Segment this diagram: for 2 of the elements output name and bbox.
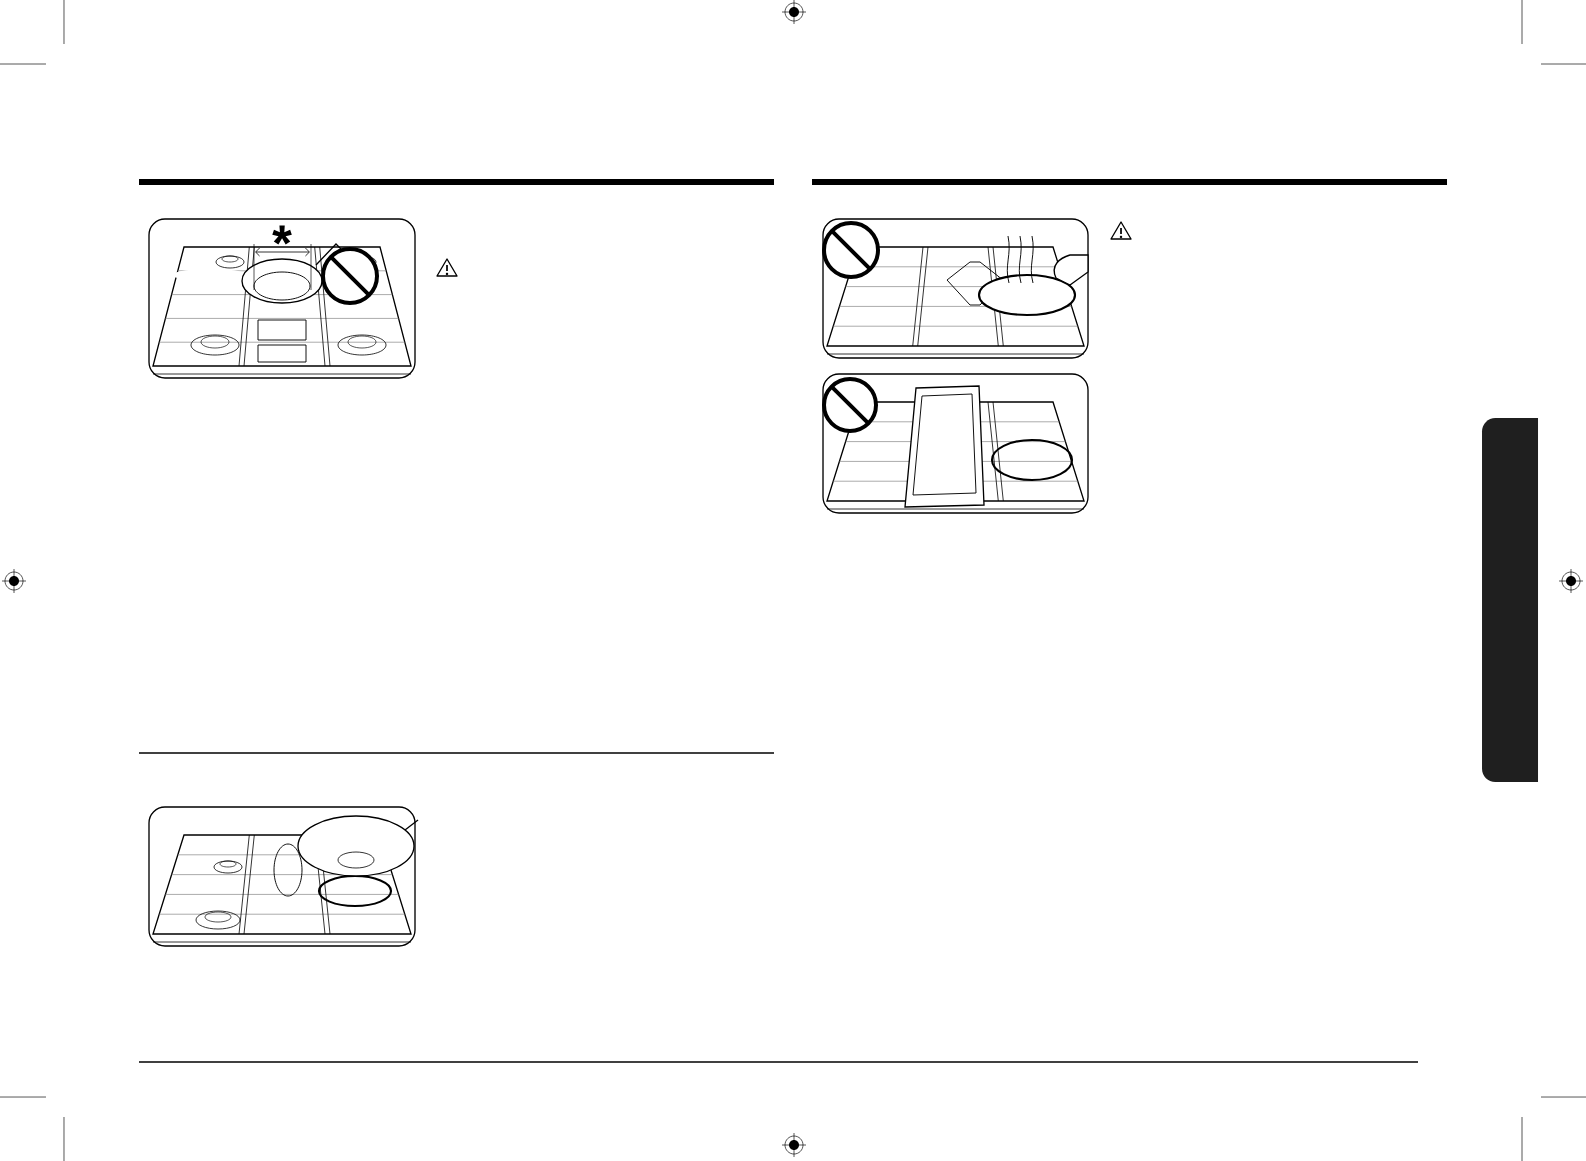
side-tab [1482,418,1538,782]
asterisk-label: * [272,225,292,245]
